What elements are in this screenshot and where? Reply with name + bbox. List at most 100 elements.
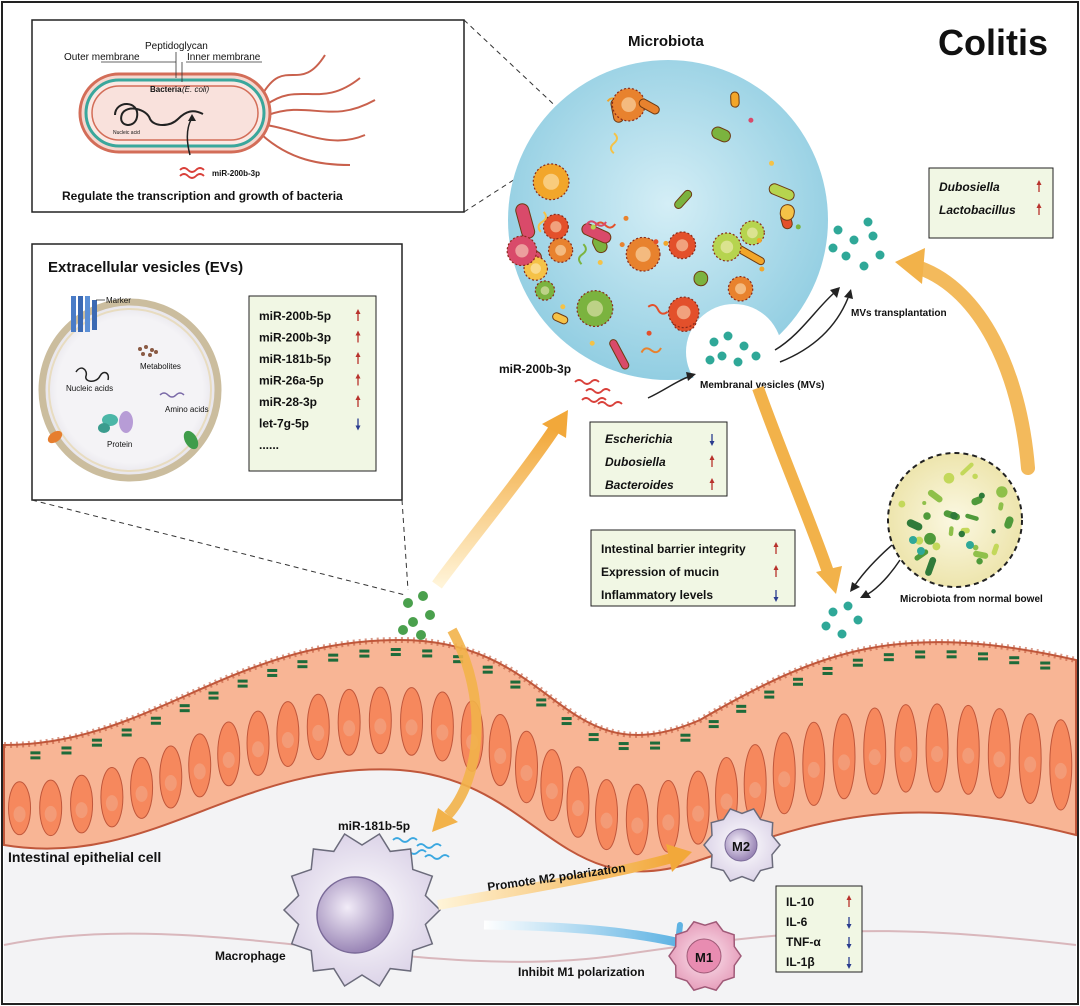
evList-trend-arrow-1 (355, 330, 361, 343)
coccus-icon (597, 260, 603, 266)
membrane-protein-orange-icon (47, 430, 63, 444)
nucleic-acid-icon (114, 103, 204, 126)
tight-junction-icon (150, 721, 161, 725)
submucosa-line (3, 930, 1077, 963)
normal-bacillus-icon (998, 502, 1004, 511)
normal-bacillus-icon (960, 462, 974, 476)
coccus-icon (769, 160, 775, 166)
normal-coccus-icon (991, 529, 996, 534)
tight-junction-icon (453, 660, 464, 664)
evList-item-3: miR-26a-5p (259, 374, 324, 388)
tight-junction-icon (852, 658, 863, 662)
normal-bacillus-icon (1004, 516, 1014, 529)
coccus-icon (759, 266, 765, 272)
promote-m2-arrow (437, 853, 674, 910)
normal-coccus-icon (978, 492, 985, 499)
ev-mirna-box (248, 295, 377, 472)
virus-core (543, 173, 560, 190)
virus-core (621, 97, 637, 112)
transplantList-trend-arrow-0 (1036, 180, 1042, 192)
tight-junction-icon (764, 690, 775, 694)
metabolites-label: Metabolites (140, 362, 181, 371)
coccus-icon (653, 239, 659, 245)
normal-coccus-icon (923, 512, 931, 520)
epithelial-cell-nucleus (600, 812, 613, 829)
tight-junction-icon (946, 655, 957, 659)
spirillum-icon (585, 220, 607, 227)
normal-coccus-icon (924, 532, 936, 545)
mirna-200b-icon (574, 379, 623, 407)
normal-coccus-icon (922, 500, 927, 506)
evList-trend-arrow-3 (355, 373, 361, 386)
membrane-protein-green-icon (183, 430, 199, 450)
transplant-arrow (913, 261, 1035, 475)
epithelial-cell-nucleus (662, 814, 675, 831)
epithelial-cell-nucleus (545, 783, 558, 800)
tight-junction-icon (510, 685, 521, 689)
epithelial-cell-nucleus (572, 800, 585, 817)
epithelial-cell-nucleus (105, 795, 118, 812)
bacteria-mirna-label: miR-200b-3p (212, 169, 260, 178)
epithelial-cell-nucleus (44, 805, 57, 822)
tight-junction-icon (561, 717, 572, 721)
bacteria-inner-membrane (91, 85, 259, 141)
normal-bacillus-icon (971, 496, 983, 506)
tight-junction-icon (328, 658, 339, 662)
tight-junction-icon (91, 743, 102, 747)
virus-core (550, 221, 562, 233)
evList-trend-arrow-0 (355, 309, 361, 321)
cytoList-trend-arrow-2 (846, 937, 852, 949)
epithelial-cell-nucleus (252, 741, 265, 758)
evList-trend-arrow-2 (355, 352, 361, 364)
normal-coccus-icon (996, 486, 1008, 498)
normal-coccus-icon (950, 511, 958, 520)
tight-junction-icon (1040, 661, 1051, 665)
normal-coccus-icon (958, 530, 966, 538)
normal-bacillus-icon (925, 557, 937, 576)
evList-trend-arrow-5 (355, 418, 361, 431)
transplantList-trend-arrow-1 (1036, 203, 1042, 215)
epithelium-evs (398, 591, 435, 640)
bacillus-icon (674, 189, 693, 209)
tight-junction-icon (792, 677, 803, 681)
tight-junction-icon (30, 751, 41, 755)
coccus-icon (646, 330, 652, 336)
macrophage-nucleus (316, 876, 394, 954)
normal-bacillus-icon (965, 513, 979, 521)
bacillus-icon (552, 312, 569, 325)
tight-junction-icon (297, 665, 308, 669)
microbiota-mirna-label: miR-200b-3p (499, 362, 571, 376)
epithelial-cell-nucleus (838, 754, 851, 771)
tight-junction-icon (237, 684, 248, 688)
virus-core (676, 305, 691, 320)
epithelial-cell-nucleus (749, 781, 762, 798)
bacillus-icon (711, 126, 731, 143)
virus-core (555, 244, 567, 256)
tight-junction-icon (708, 720, 719, 724)
peptidoglycan-label: Peptidoglycan (145, 41, 208, 52)
bacteria-label: Bacteria (150, 85, 182, 94)
tight-junction-icon (1009, 656, 1020, 660)
tight-junction-icon (915, 650, 926, 654)
bacteria-panel: Outer membrane Peptidoglycan Inner membr… (31, 19, 465, 213)
evList-item-5: let-7g-5p (259, 417, 309, 431)
epithelial-cell-nucleus (343, 720, 356, 737)
ecoli-label: (E. coli) (182, 85, 209, 94)
tight-junction-icon (852, 663, 863, 667)
ev-vesicle (38, 298, 222, 482)
mvs-transplant-label: MVs transplantation (851, 308, 947, 319)
epithelial-cell-nucleus (962, 747, 975, 764)
tight-junction-icon (453, 655, 464, 659)
epithelial-cell-nucleus (135, 785, 148, 802)
coccus-icon (748, 117, 754, 123)
epithelium-label: Intestinal epithelial cell (8, 849, 161, 865)
tight-junction-icon (482, 670, 493, 674)
tight-junction-icon (764, 695, 775, 699)
tight-junction-icon (736, 709, 747, 713)
barrier-box (590, 529, 796, 607)
spirillum-icon (537, 211, 547, 233)
normal-coccus-icon (943, 472, 955, 484)
tight-junction-icon (150, 716, 161, 720)
normal-bowel-microbiota: Microbiota from normal bowel (887, 452, 1043, 605)
